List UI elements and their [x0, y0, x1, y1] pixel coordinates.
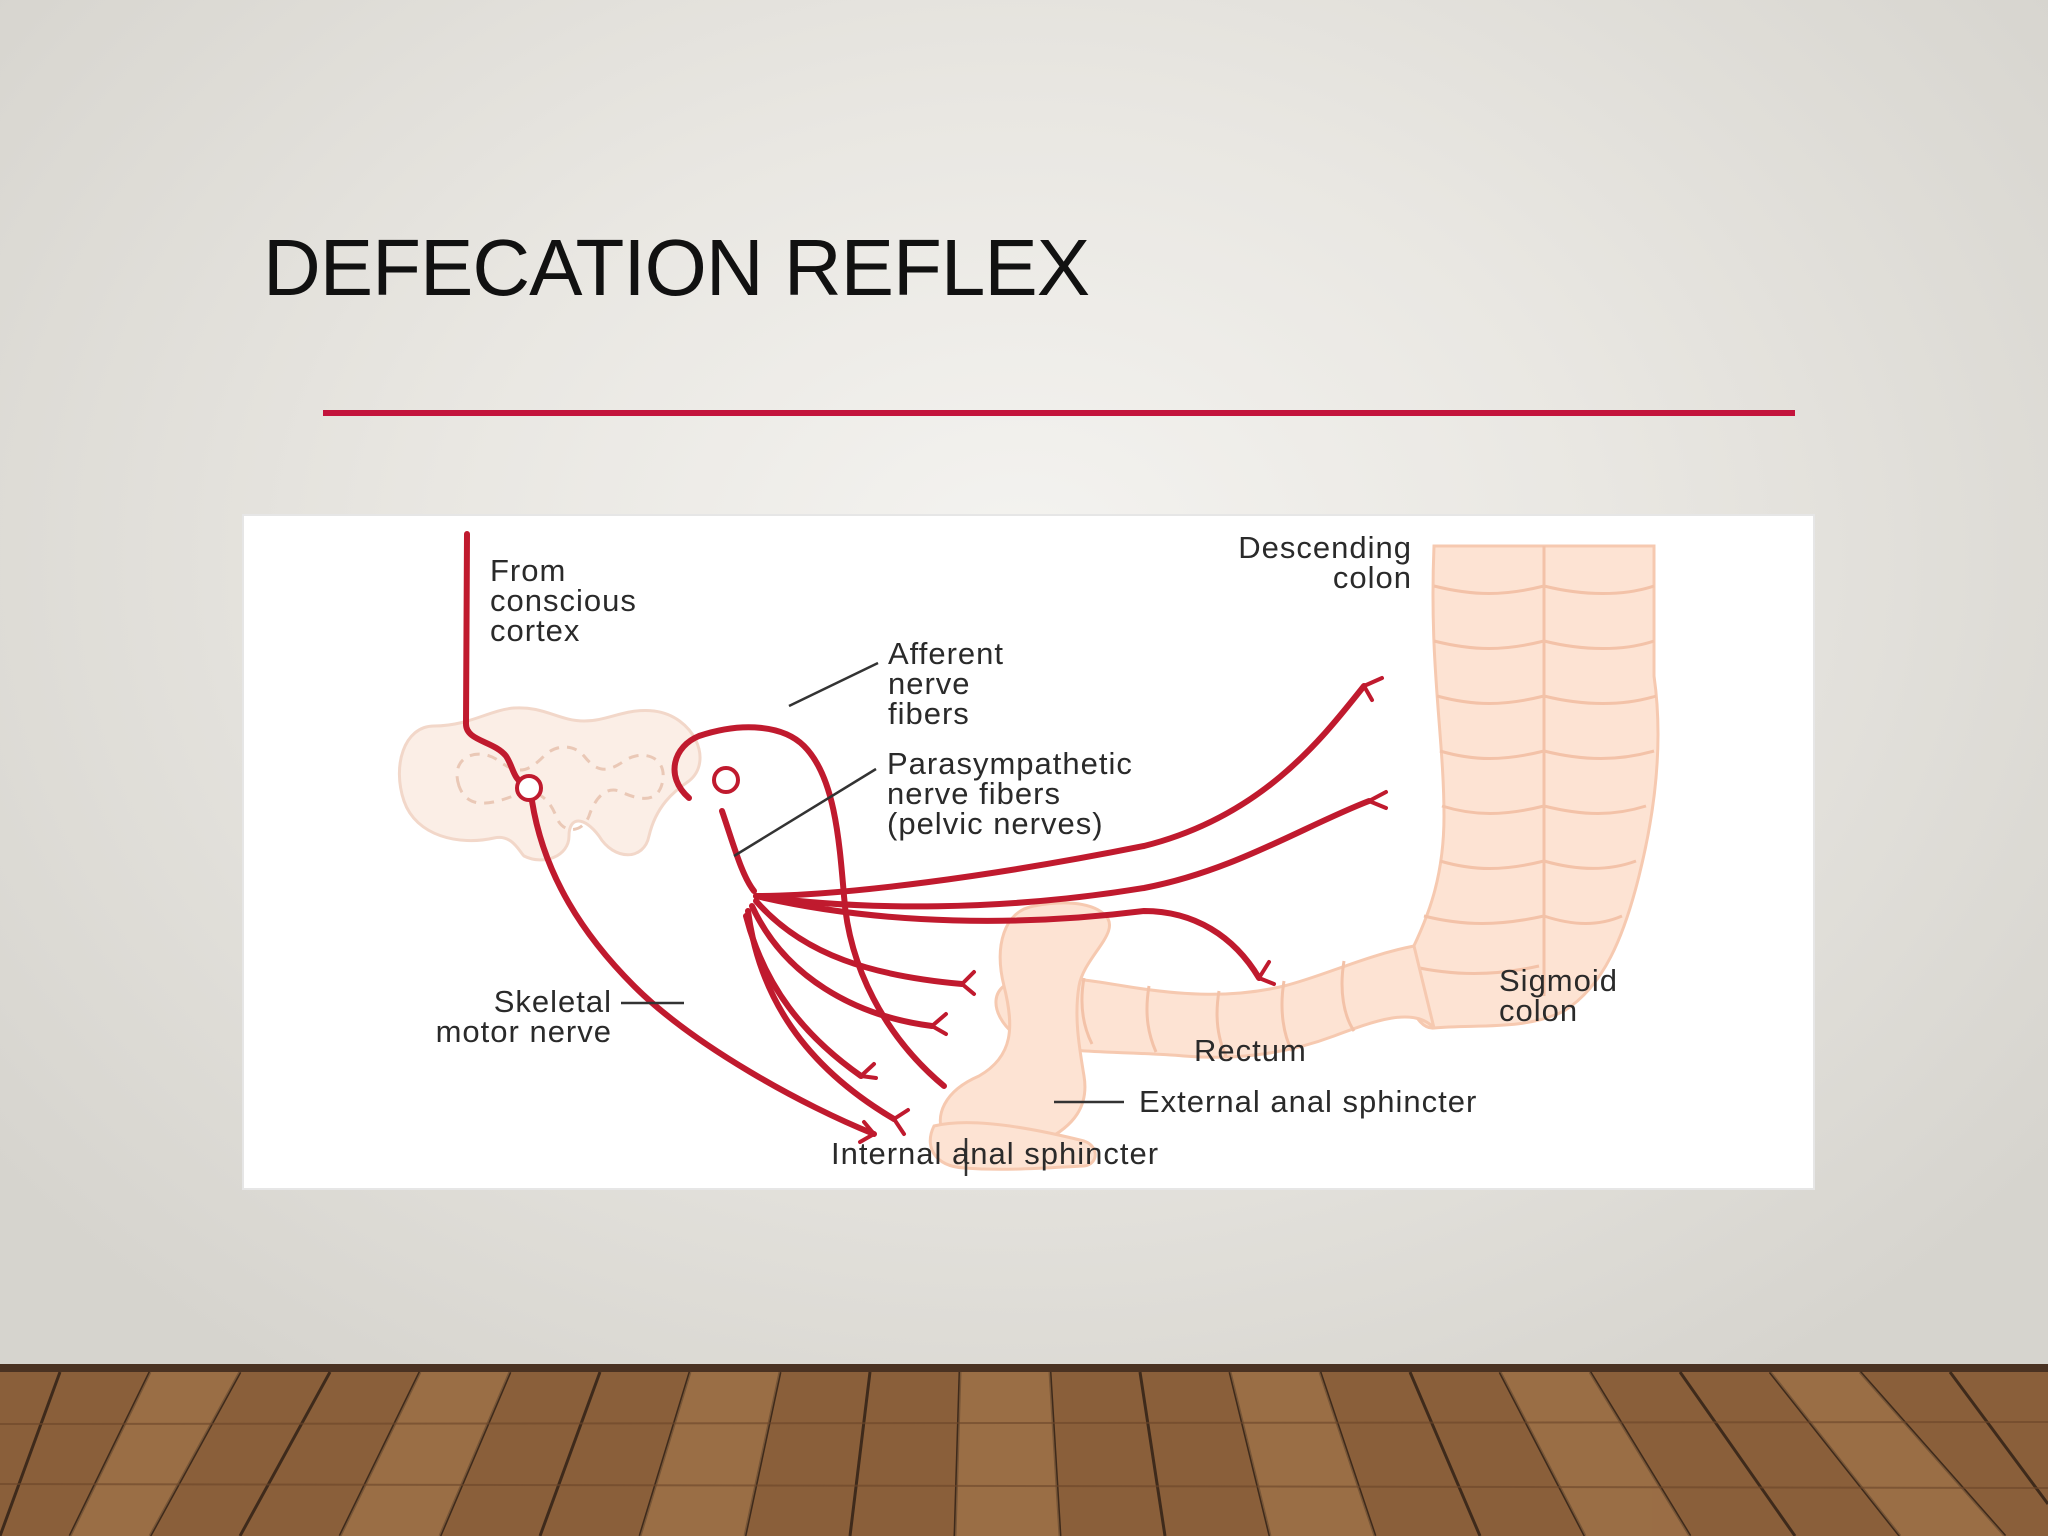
label-sigmoid-line1: Sigmoid: [1499, 963, 1618, 998]
sigmoid-haustra: [1080, 960, 1356, 1057]
floor-grain: [0, 1421, 2048, 1489]
nerve-endings: [858, 676, 1388, 1144]
diagram-svg: From conscious cortex Afferent nerve fib…: [397, 530, 1660, 1176]
floor-svg: [0, 1364, 2048, 1536]
parasympathetic-neuron-circle: [712, 766, 740, 794]
label-parasympathetic-line3: (pelvic nerves): [887, 806, 1104, 841]
label-parasympathetic: Parasympathetic nerve fibers (pelvic ner…: [887, 746, 1133, 841]
branch-rectum-lower: [749, 903, 935, 1029]
branch-internal-sphincter-b: [743, 913, 864, 1079]
skeletal-motor-nerve: [529, 798, 877, 1137]
spinal-gray-matter: [455, 745, 665, 831]
tissue-layer: [397, 544, 1660, 1171]
sigmoid-colon: [994, 944, 1436, 1059]
label-descending-line2: colon: [1333, 560, 1412, 595]
title-accent-rule: [323, 410, 1795, 416]
label-internal-sphincter: Internal anal sphincter: [831, 1136, 1159, 1171]
floor-shading: [70, 1372, 2005, 1536]
branch-rectum-upper: [753, 898, 965, 987]
nerve-layer: [462, 531, 1372, 1137]
label-sigmoid-colon: Sigmoid colon: [1499, 963, 1618, 1028]
branch-sigmoid: [753, 893, 1262, 981]
branch-mid-descending: [753, 798, 1372, 910]
anal-canal: [928, 1121, 1097, 1171]
label-afferent-line2: nerve: [888, 666, 971, 701]
label-skeletal-line1: Skeletal: [494, 984, 612, 1019]
afferent-nerve-fibers: [671, 724, 947, 1089]
leader-lines: [621, 661, 1124, 1176]
branch-internal-sphincter-a: [745, 908, 897, 1122]
wooden-floor: [0, 1364, 2048, 1536]
slide-title: DEFECATION REFLEX: [263, 223, 1090, 312]
label-descending-colon: Descending colon: [1238, 530, 1412, 595]
motor-neuron-circle: [515, 774, 543, 802]
colon-haustra: [1409, 546, 1657, 996]
label-afferent-line3: fibers: [888, 696, 970, 731]
label-descending-line1: Descending: [1238, 530, 1412, 565]
label-from-cortex: From conscious cortex: [490, 553, 637, 648]
cortex-descending-tract: [462, 531, 529, 789]
branch-upper-descending: [753, 683, 1367, 899]
spinal-cord-section: [397, 706, 702, 862]
label-skeletal-line2: motor nerve: [436, 1014, 612, 1049]
label-parasympathetic-line1: Parasympathetic: [887, 746, 1133, 781]
descending-colon: [1404, 544, 1660, 1030]
label-from-cortex-line3: cortex: [490, 613, 580, 648]
label-parasympathetic-line2: nerve fibers: [887, 776, 1061, 811]
label-from-cortex-line2: conscious: [490, 583, 637, 618]
label-sigmoid-line2: colon: [1499, 993, 1578, 1028]
label-skeletal-motor: Skeletal motor nerve: [436, 984, 612, 1049]
parasympathetic-trunk: [719, 808, 757, 894]
defecation-reflex-diagram: From conscious cortex Afferent nerve fib…: [244, 516, 1813, 1188]
label-external-sphincter: External anal sphincter: [1139, 1084, 1477, 1119]
label-afferent: Afferent nerve fibers: [888, 636, 1004, 731]
label-rectum: Rectum: [1194, 1033, 1307, 1068]
label-afferent-line1: Afferent: [888, 636, 1004, 671]
label-from-cortex-line1: From: [490, 553, 566, 588]
